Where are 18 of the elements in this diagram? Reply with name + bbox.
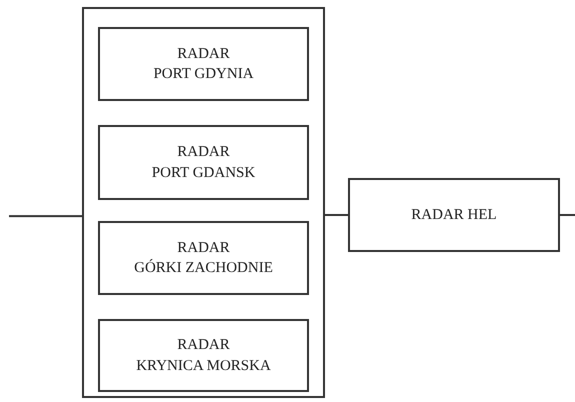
radar-label: RADAR: [177, 238, 230, 258]
connector-line: [9, 215, 82, 218]
radar-box: [348, 178, 560, 252]
connector-line: [560, 214, 575, 216]
radar-label: GÓRKI ZACHODNIE: [134, 258, 273, 278]
radar-box: [98, 221, 309, 295]
radar-label: RADAR HEL: [411, 206, 497, 225]
radar-label: RADAR: [177, 143, 230, 162]
group-box: [82, 7, 325, 398]
radar-box: [98, 319, 309, 392]
radar-label: PORT GDYNIA: [153, 65, 254, 84]
radar-box: [98, 27, 309, 101]
radar-box: [98, 125, 309, 200]
radar-label: KRYNICA MORSKA: [136, 356, 271, 376]
connector-line: [325, 214, 348, 216]
radar-label: PORT GDANSK: [152, 164, 256, 182]
radar-label: RADAR: [177, 336, 230, 356]
radar-label: RADAR: [177, 44, 230, 64]
